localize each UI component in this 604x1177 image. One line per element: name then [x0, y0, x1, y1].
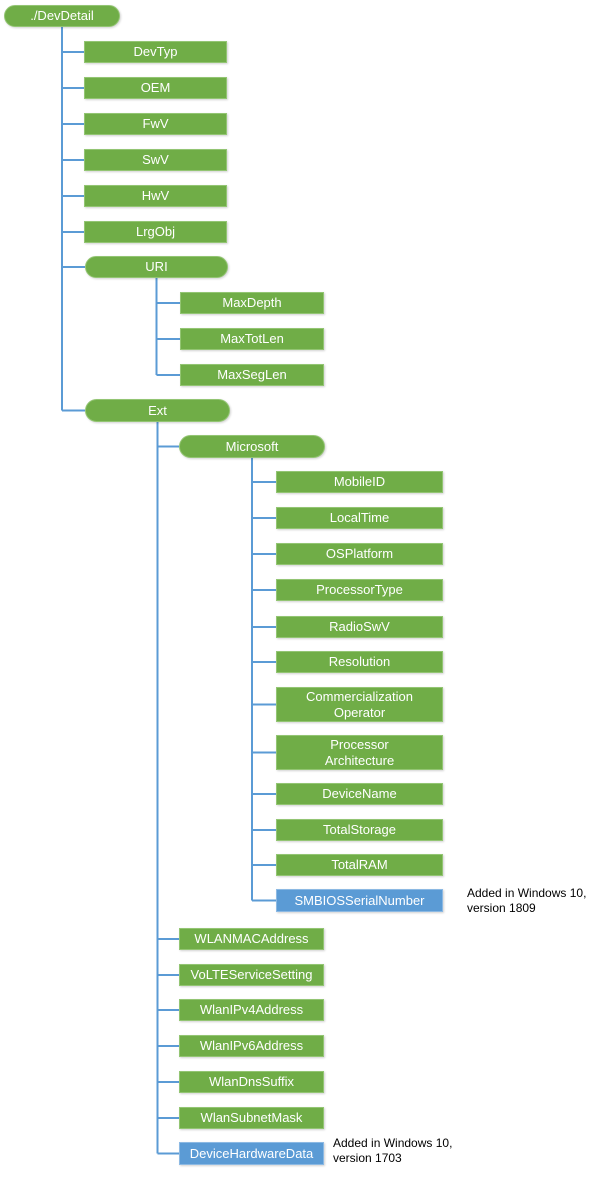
tree-node-swv: SwV [84, 149, 227, 171]
tree-node-radioswv: RadioSwV [276, 616, 443, 638]
tree-node-label: WlanSubnetMask [200, 1110, 303, 1126]
tree-node-label: FwV [142, 116, 169, 132]
tree-node-label: MaxTotLen [220, 331, 284, 347]
tree-node-wlanipv6address: WlanIPv6Address [179, 1035, 324, 1057]
tree-node-label: TotalRAM [331, 857, 388, 873]
tree-node-label-line: Processor [330, 736, 389, 752]
annotation-line: version 1703 [333, 1151, 402, 1165]
tree-node-label: TotalStorage [323, 822, 396, 838]
annotation-note-1809: Added in Windows 10,version 1809 [467, 886, 586, 916]
tree-node-wlandnssuffix: WlanDnsSuffix [179, 1071, 324, 1093]
tree-node-oem: OEM [84, 77, 227, 99]
tree-node-resolution: Resolution [276, 651, 443, 673]
tree-node-devicename: DeviceName [276, 783, 443, 805]
tree-node-label: MaxDepth [222, 295, 282, 311]
tree-node-label-line: Operator [333, 704, 386, 720]
tree-node-label: OEM [140, 80, 171, 96]
tree-node-label: VoLTEServiceSetting [190, 967, 313, 983]
tree-node-wlanipv4address: WlanIPv4Address [179, 999, 324, 1021]
annotation-line: Added in Windows 10, [333, 1136, 453, 1150]
tree-node-label: Ext [148, 402, 167, 418]
annotation-note-1703: Added in Windows 10,version 1703 [333, 1136, 452, 1166]
tree-node-label: LocalTime [329, 510, 390, 526]
tree-node-label: URI [145, 259, 168, 275]
tree-node-smbiosserialnumber: SMBIOSSerialNumber [276, 889, 443, 912]
tree-node-label: WlanIPv4Address [199, 1002, 304, 1018]
tree-node-label: DevTyp [133, 44, 178, 60]
tree-node-wlanmacaddress: WLANMACAddress [179, 928, 324, 950]
tree-node-label: DeviceHardwareData [189, 1145, 314, 1161]
tree-node-label: OSPlatform [325, 546, 394, 562]
tree-node-lrgobj: LrgObj [84, 221, 227, 243]
tree-node-devdetail-root: ./DevDetail [4, 5, 120, 27]
tree-node-mobileid: MobileID [276, 471, 443, 493]
tree-node-label: MobileID [333, 474, 386, 490]
tree-node-maxtotlen: MaxTotLen [180, 328, 324, 350]
tree-node-uri: URI [85, 256, 228, 278]
tree-node-label: Resolution [328, 654, 391, 670]
tree-node-label: SMBIOSSerialNumber [294, 892, 425, 908]
tree-node-localtime: LocalTime [276, 507, 443, 529]
tree-node-fwv: FwV [84, 113, 227, 135]
tree-node-label-line: Architecture [324, 752, 395, 768]
tree-node-label: WlanDnsSuffix [208, 1074, 294, 1090]
tree-node-hwv: HwV [84, 185, 227, 207]
tree-node-devtyp: DevTyp [84, 41, 227, 63]
tree-node-processortype: ProcessorType [276, 579, 443, 601]
tree-node-voltesetting: VoLTEServiceSetting [179, 964, 324, 986]
tree-node-label: MaxSegLen [217, 367, 287, 383]
tree-node-label: SwV [142, 152, 169, 168]
tree-node-label: HwV [141, 188, 170, 204]
tree-node-maxseglen: MaxSegLen [180, 364, 324, 386]
tree-node-ext: Ext [85, 399, 230, 422]
tree-node-label: WLANMACAddress [194, 931, 309, 947]
tree-node-wlansubnetmask: WlanSubnetMask [179, 1107, 324, 1129]
tree-node-label: ProcessorType [316, 582, 403, 598]
tree-node-label: LrgObj [135, 224, 176, 240]
tree-node-label: Microsoft [225, 438, 279, 454]
tree-node-label: ./DevDetail [30, 8, 94, 24]
tree-node-label: DeviceName [322, 786, 397, 802]
annotation-line: Added in Windows 10, [467, 886, 587, 900]
tree-node-osplatform: OSPlatform [276, 543, 443, 565]
tree-node-label: RadioSwV [329, 619, 390, 635]
tree-node-label-line: Commercialization [306, 688, 413, 704]
tree-node-totalstorage: TotalStorage [276, 819, 443, 841]
tree-node-maxdepth: MaxDepth [180, 292, 324, 314]
tree-node-devicehardwaredata: DeviceHardwareData [179, 1142, 324, 1165]
tree-node-label: WlanIPv6Address [199, 1038, 304, 1054]
tree-node-totalram: TotalRAM [276, 854, 443, 876]
annotation-line: version 1809 [467, 901, 536, 915]
tree-node-microsoft: Microsoft [179, 435, 325, 458]
